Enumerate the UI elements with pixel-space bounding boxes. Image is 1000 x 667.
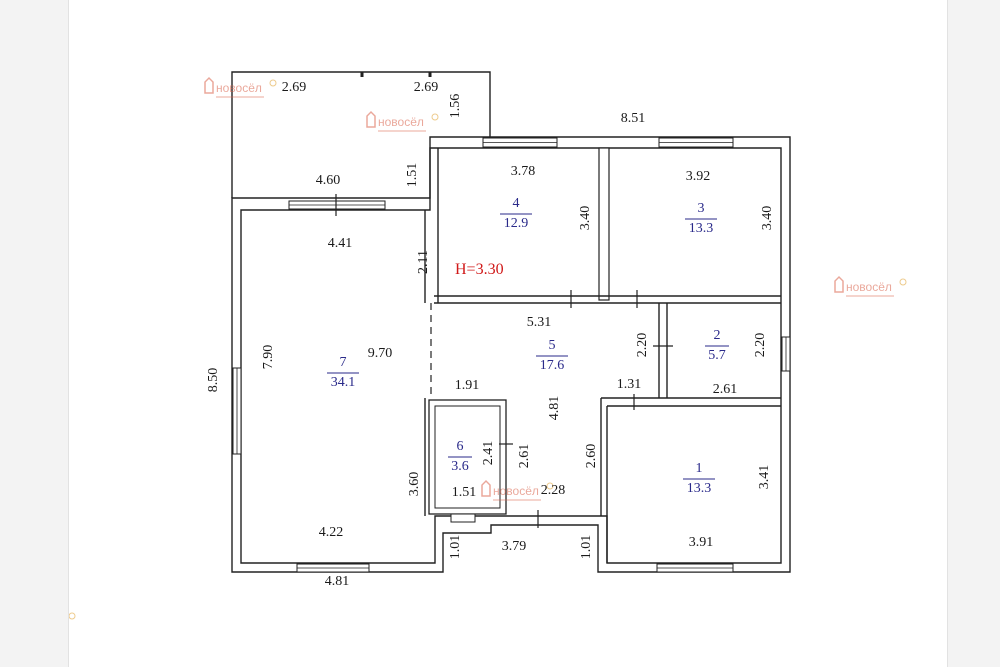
watermark: новосёл [366,110,439,132]
dimension-label: 1.31 [617,377,642,392]
dimension-label: 8.50 [206,368,221,393]
dimension-label: 3.92 [686,169,711,184]
dimension-label: 7.90 [261,345,276,370]
door-ticks [335,72,673,528]
room-number: 2 [714,328,721,343]
dimension-label: 4.81 [325,574,350,589]
watermarks: новосёл новосёл новосёл новосёл новосёл [69,76,907,620]
room-5-label: 517.6 [536,338,568,373]
watermark: новосёл [69,612,76,620]
room-number: 4 [513,196,520,211]
dimension-label: 2.60 [584,444,599,469]
room-number: 3 [698,201,705,216]
house-logo-icon [481,479,491,497]
dimension-label: 3.79 [502,539,527,554]
dimension-label: 2.28 [541,483,566,498]
dimension-label: 2.11 [416,250,431,274]
room-3-label: 313.3 [685,201,717,236]
windows [232,137,791,573]
dimension-label: 2.20 [635,333,650,358]
dimension-label: 1.51 [452,485,477,500]
seal-icon [431,113,439,121]
dimension-label: 4.60 [316,173,341,188]
room-4-label: 412.9 [500,196,532,231]
dimension-label: 3.41 [757,465,772,490]
room-area: 13.3 [687,481,712,496]
dimension-label: 2.61 [517,444,532,469]
house-logo-icon [204,76,214,94]
seal-icon [69,612,76,620]
watermark: новосёл [481,479,554,501]
dimension-label: 9.70 [368,346,393,361]
room-number: 7 [340,355,347,370]
seal-icon [546,482,554,490]
room-number: 6 [457,439,464,454]
dimension-label: 1.56 [448,94,463,119]
dimension-label: 2.41 [481,441,496,466]
terrace-outline [231,71,491,198]
dimension-label: 4.41 [328,236,353,251]
house-logo-icon [834,275,844,293]
watermark-brand: новосёл [378,115,424,129]
room-6-label: 63.6 [448,439,472,474]
dimension-label: 1.01 [448,535,463,560]
dimension-label: 1.91 [455,378,480,393]
room-area: 17.6 [540,358,565,373]
plan-sheet: новосёл новосёл новосёл новосёл новосёл H=3.… [68,0,948,667]
watermark-brand: новосёл [493,484,539,498]
room-area: 13.3 [689,221,714,236]
dimension-label: 3.78 [511,164,536,179]
room-area: 34.1 [331,375,356,390]
watermark: новосёл [204,76,277,98]
dimension-label: 8.51 [621,111,646,126]
dimension-label: 3.40 [760,206,775,231]
watermark-brand: новосёл [846,280,892,294]
room-area: 5.7 [708,348,726,363]
room-number: 5 [549,338,556,353]
dimension-label: 1.01 [579,535,594,560]
room-2-label: 25.7 [705,328,729,363]
dimension-label: 3.60 [407,472,422,497]
dimension-label: 2.20 [753,333,768,358]
room-7-label: 734.1 [327,355,359,390]
watermark: новосёл [834,275,907,297]
room-1-label: 113.3 [683,461,715,496]
dimension-label: 3.40 [578,206,593,231]
house-logo-icon [366,110,376,128]
dimension-label: 4.81 [547,396,562,421]
dimension-label: 2.69 [414,80,439,95]
outer-wall-outer [231,136,791,573]
dimension-label: 1.51 [405,163,420,188]
window-room6 [450,513,476,523]
dimension-label: 2.69 [282,80,307,95]
ceiling-height: H=3.30 [455,261,504,278]
watermark-brand: новосёл [216,81,262,95]
seal-icon [899,278,907,286]
walls [231,71,791,573]
dimension-labels: 2.69 2.69 1.56 8.51 1.51 4.60 3.78 3.92 4.41 3.40… [206,80,775,589]
room-area: 3.6 [451,459,469,474]
dimension-label: 4.22 [319,525,344,540]
seal-icon [269,79,277,87]
room6-walls-inner [434,405,501,509]
room-number: 1 [696,461,703,476]
floor-plan: новосёл новосёл новосёл новосёл новосёл H=3.… [69,71,907,620]
dimension-label: 2.61 [713,382,738,397]
wall-4-3 [598,147,610,301]
dimension-label: 5.31 [527,315,552,330]
room-area: 12.9 [504,216,529,231]
dimension-label: 3.91 [689,535,714,550]
